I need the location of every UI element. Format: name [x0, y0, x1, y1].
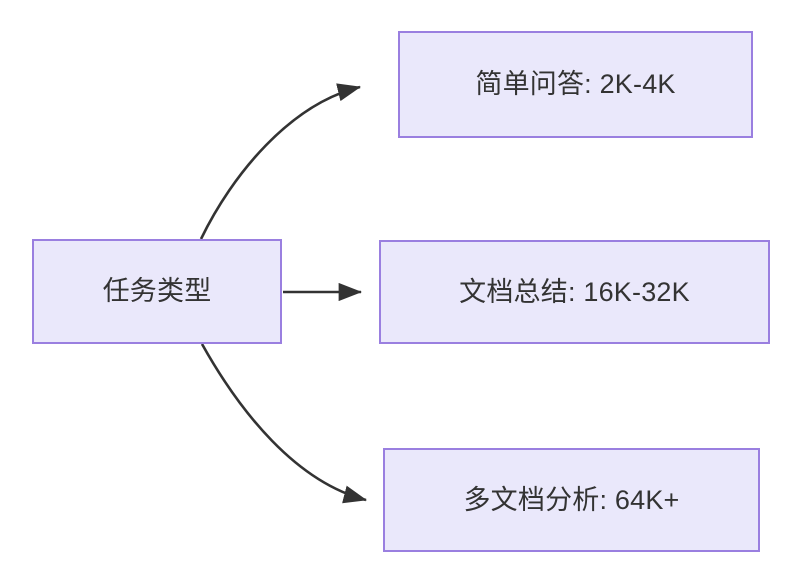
node-document-summary[interactable]: 文档总结: 16K-32K — [379, 240, 770, 344]
node-simple-qa[interactable]: 简单问答: 2K-4K — [398, 31, 753, 138]
edge-root-to-multi-doc — [200, 343, 368, 504]
edge-root-to-simple-qa — [199, 83, 362, 240]
node-multi-document-analysis-label: 多文档分析: 64K+ — [463, 484, 680, 515]
node-task-type[interactable]: 任务类型 — [32, 239, 282, 344]
node-multi-document-analysis[interactable]: 多文档分析: 64K+ — [383, 448, 760, 552]
node-task-type-label: 任务类型 — [102, 276, 212, 307]
node-simple-qa-label: 简单问答: 2K-4K — [475, 69, 676, 100]
node-document-summary-label: 文档总结: 16K-32K — [459, 276, 690, 307]
